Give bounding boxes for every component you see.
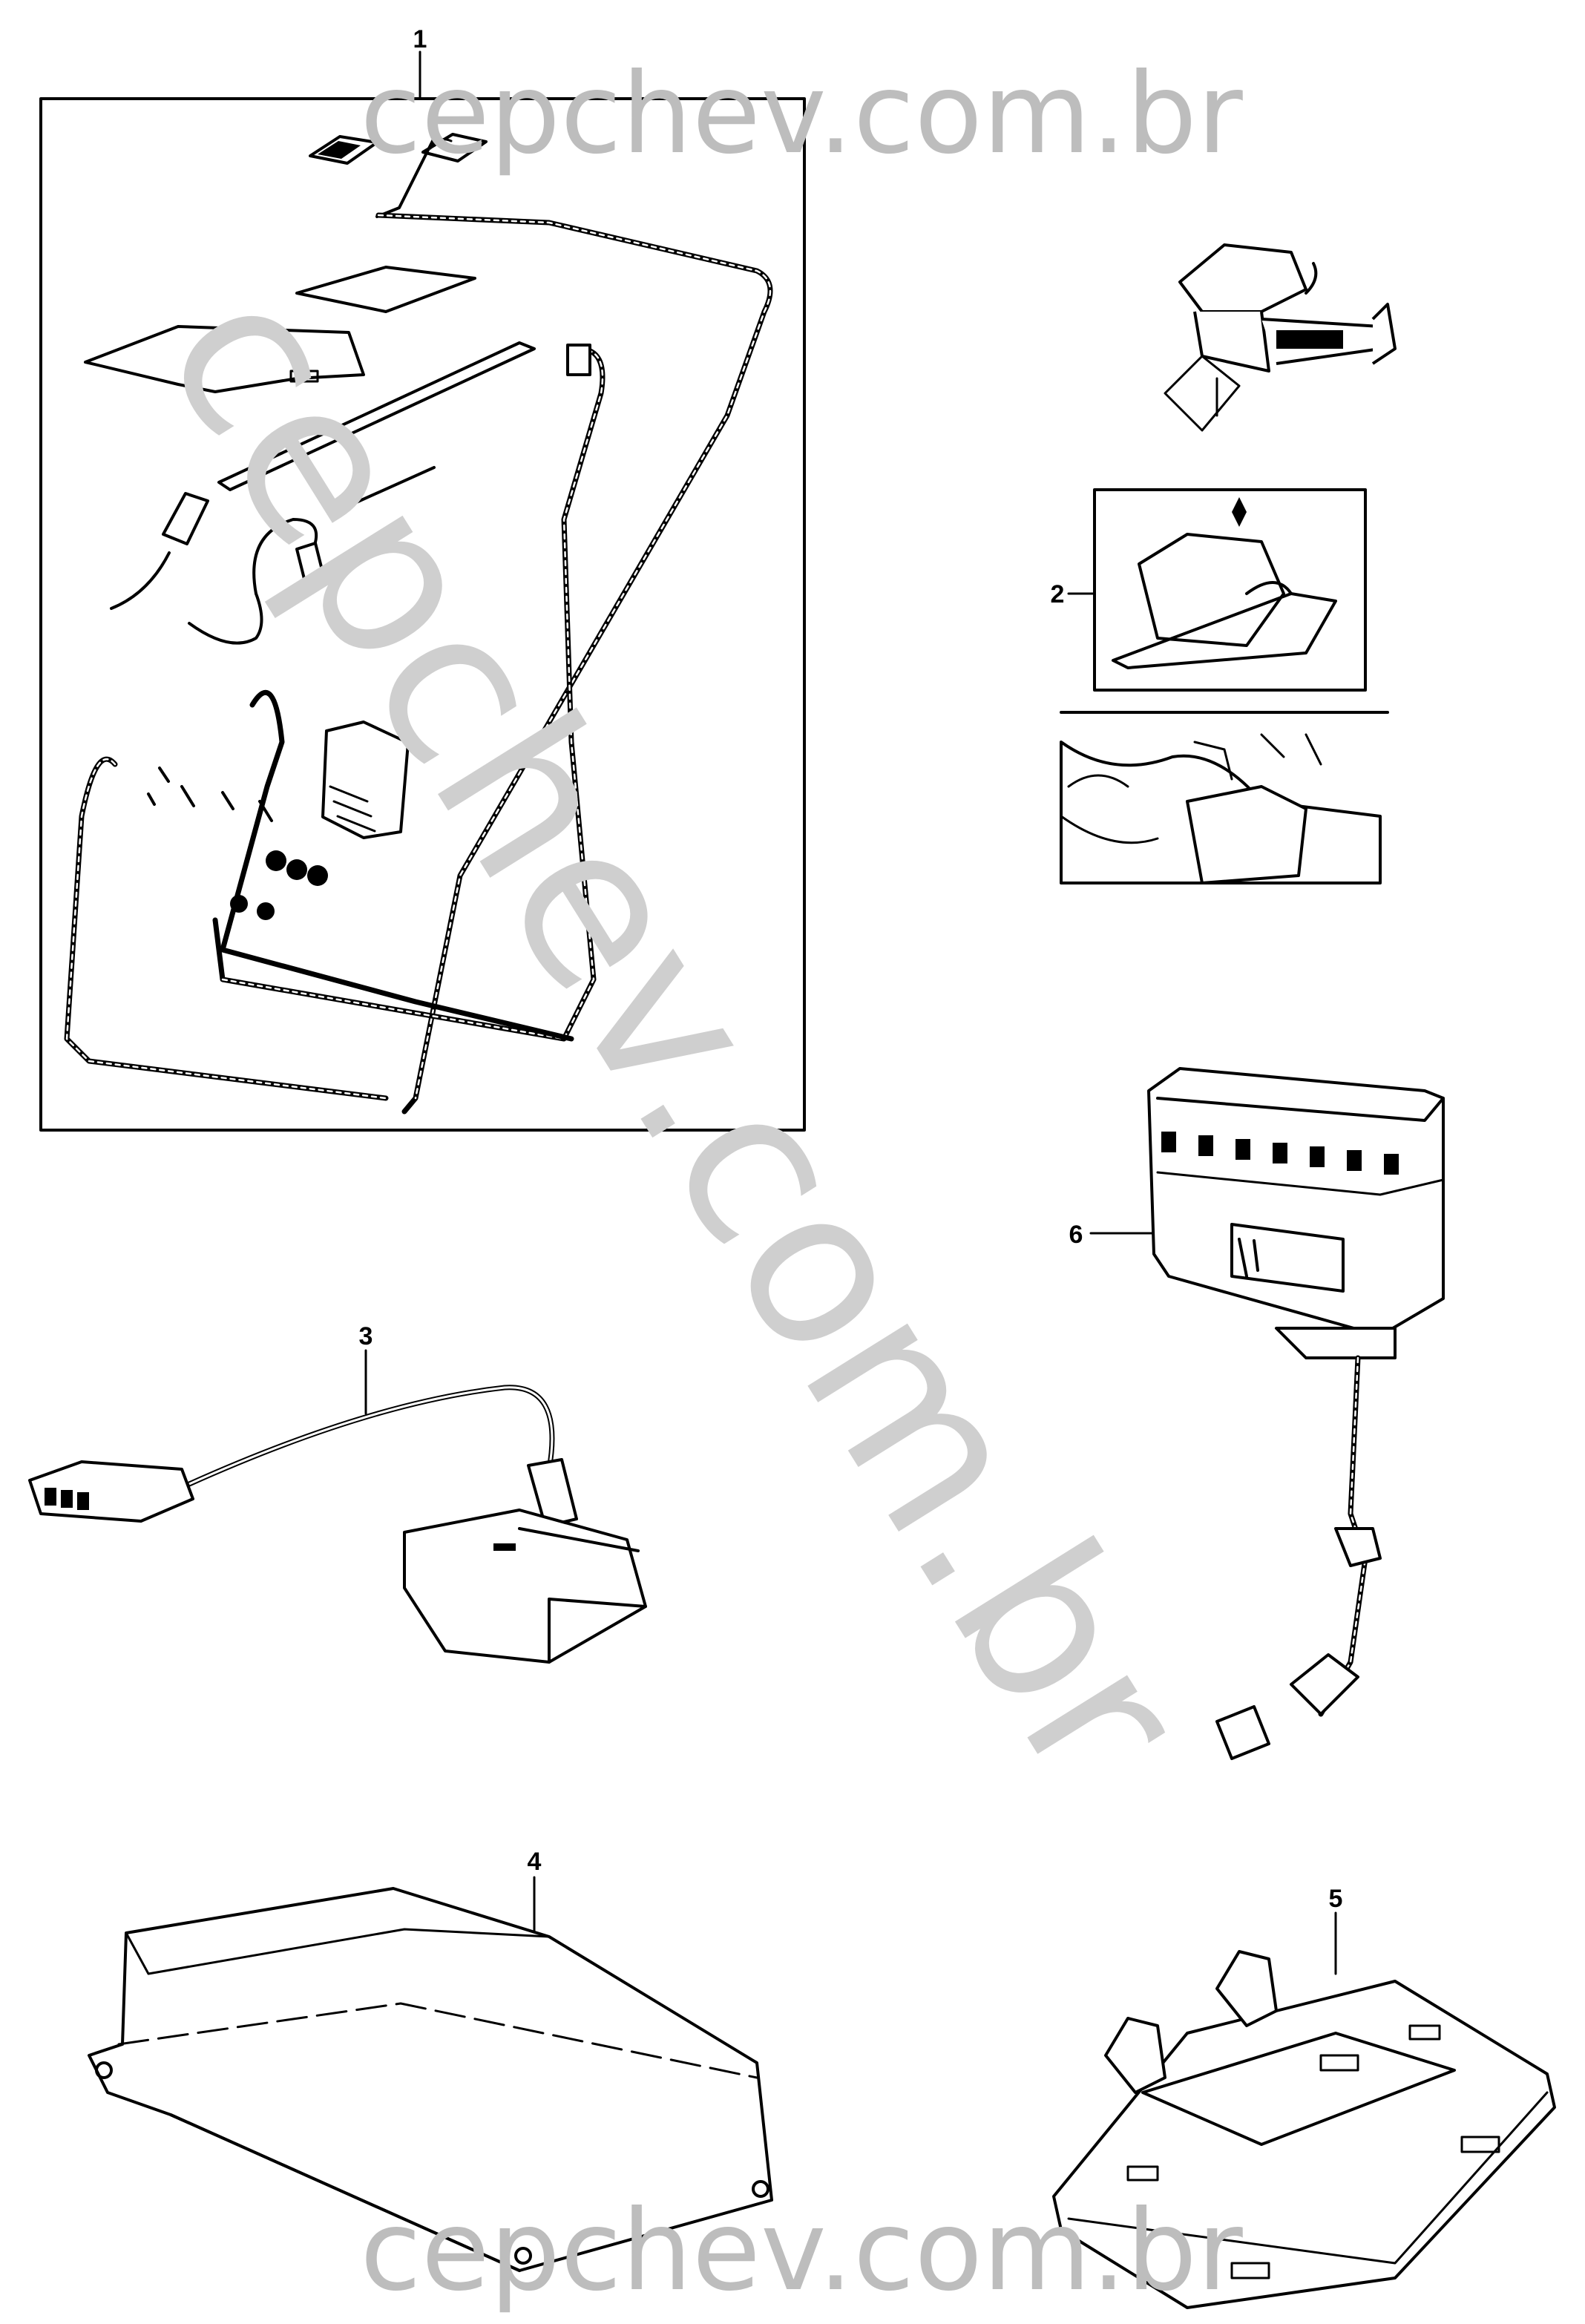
- part-5-mounting-bracket: 5: [1052, 1885, 1556, 2309]
- watermark-diagonal: cepchev.com.br: [116, 243, 1233, 1825]
- part-2-sensor-assembly: 2: [1051, 243, 1397, 884]
- clip-right: [1215, 1950, 1278, 2027]
- callout-4: 4: [528, 1848, 542, 1876]
- part-2-inset: [1093, 488, 1367, 692]
- module-housing: [1147, 1067, 1445, 1337]
- callout-3: 3: [359, 1322, 373, 1350]
- adhesive-pad-2: [84, 325, 365, 393]
- clip-left: [1104, 2017, 1166, 2094]
- sensor-pad: [1164, 355, 1241, 432]
- sensor-body: [403, 1509, 647, 1664]
- cable: [186, 1385, 555, 1487]
- callout-5: 5: [1329, 1885, 1343, 1913]
- watermark-top: cepchev.com.br: [360, 50, 1243, 179]
- part-6-control-module: 6: [1069, 1067, 1445, 1760]
- callout-2: 2: [1051, 580, 1065, 608]
- part-1-wiring-kit: 1: [39, 25, 806, 1132]
- module-connector: [1275, 1327, 1397, 1359]
- connector-a: [162, 492, 209, 545]
- watermark-bottom: cepchev.com.br: [360, 2187, 1243, 2316]
- callout-6: 6: [1069, 1221, 1083, 1249]
- cable-boot: [527, 1458, 578, 1528]
- trim-strip: [217, 341, 536, 491]
- part-4-module-cover: 4: [88, 1848, 773, 2272]
- part-3-sensor-with-connector: 3: [28, 1322, 647, 1664]
- sensor-cover: [1178, 243, 1307, 313]
- harness-lower: [220, 689, 574, 1042]
- harness-plug-1: [1290, 1653, 1359, 1716]
- callout-1: 1: [413, 25, 427, 53]
- terminals: [147, 767, 328, 920]
- harness-plug-2: [1215, 1705, 1270, 1760]
- switch-pads: [309, 132, 488, 218]
- connector-b: [295, 542, 324, 580]
- module-box: [321, 720, 410, 839]
- part-1-frame: [39, 97, 806, 1132]
- module-vents: [1161, 1132, 1399, 1175]
- module-label: [1230, 1223, 1345, 1293]
- adhesive-pad-1: [295, 266, 476, 313]
- sensor-housing: [1138, 533, 1285, 647]
- rod: [353, 466, 436, 505]
